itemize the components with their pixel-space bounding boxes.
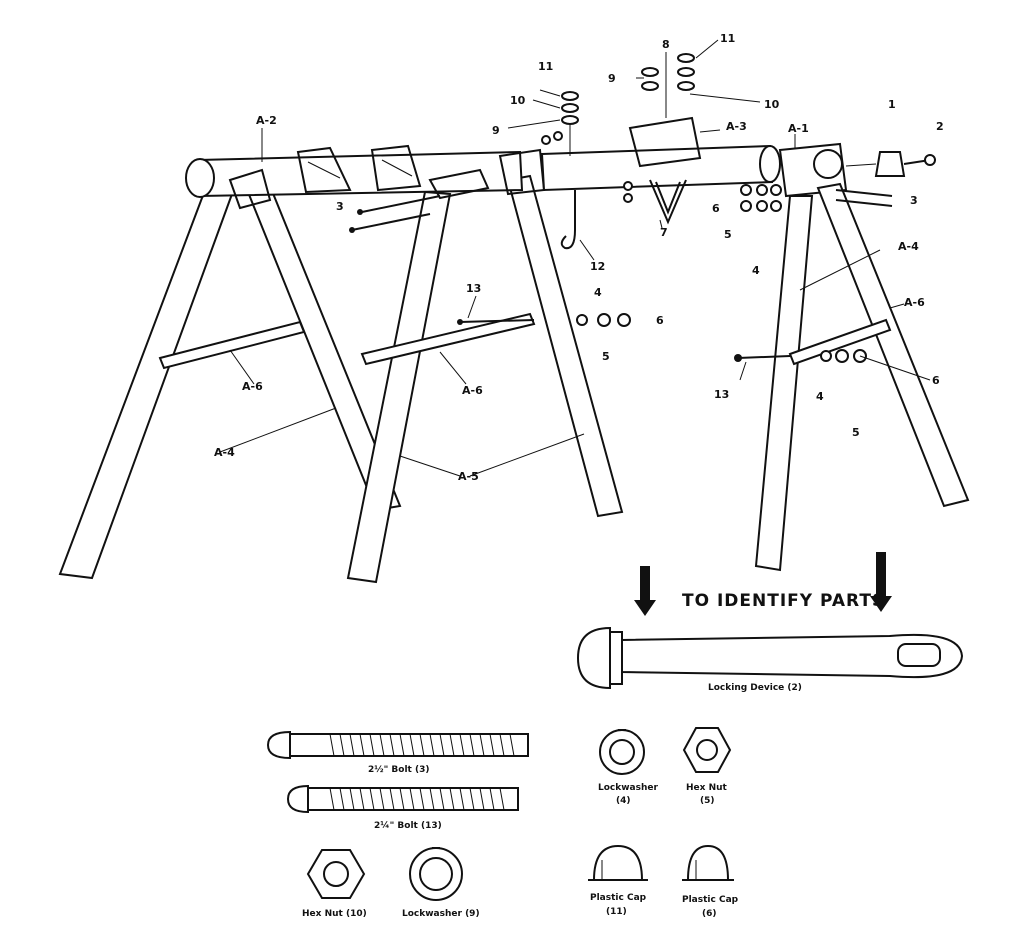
arrow-down-icon	[870, 552, 892, 612]
brace-a6-right	[788, 318, 892, 366]
label-n9-mid: 9	[608, 72, 616, 85]
label-n6-right-low: 6	[932, 374, 940, 387]
label-n4-mid: 4	[594, 286, 602, 299]
label-a6-right: A-6	[904, 296, 925, 309]
clamp-a3	[628, 116, 702, 168]
beam-end-cap	[185, 158, 215, 198]
label-n8: 8	[662, 38, 670, 51]
left-frame	[58, 174, 624, 584]
label-n4-right-top: 4	[752, 264, 760, 277]
label-plastic-cap-6: Plastic Cap	[682, 895, 739, 905]
label-locking-device: Locking Device (2)	[708, 683, 802, 693]
leg-a4-left-outer	[58, 188, 234, 580]
callout-labels: A-2 A-3 A-1 A-4 A-4 A-5 A-6 A-6 A-6 1 2 …	[214, 32, 944, 483]
leader-lines	[219, 39, 931, 477]
label-n5-mid: 5	[602, 350, 610, 363]
label-n10-right: 10	[764, 98, 780, 111]
bolt-2-5-head	[266, 730, 291, 760]
label-n6-right-top: 6	[712, 202, 720, 215]
label-hexnut-5-num: (5)	[700, 796, 715, 806]
label-bolt-2-5: 2½" Bolt (3)	[368, 764, 429, 775]
label-n1: 1	[888, 98, 896, 111]
label-n2: 2	[936, 120, 944, 133]
label-lockwasher-4-num: (4)	[616, 796, 631, 806]
label-n3-left: 3	[336, 200, 344, 213]
brace-a6-mid	[360, 312, 536, 366]
leg-a5-right	[506, 174, 624, 518]
lock-2	[924, 154, 936, 166]
leg-a4-right-outer	[754, 195, 814, 572]
identify-parts-legend: TO IDENTIFY PARTS Locking Device (2) 2½"…	[266, 552, 964, 919]
label-hexnut-5: Hex Nut	[686, 783, 728, 793]
label-a3: A-3	[726, 120, 747, 133]
right-frame	[754, 142, 970, 572]
label-lockwasher-4: Lockwasher	[598, 783, 658, 793]
label-lockwasher-9: Lockwasher (9)	[402, 909, 480, 919]
label-a2: A-2	[256, 114, 277, 127]
label-a1: A-1	[788, 122, 809, 135]
locking-device-head	[576, 626, 611, 690]
identify-parts-title: TO IDENTIFY PARTS	[682, 591, 885, 611]
brace-a6-left	[158, 320, 306, 370]
label-bolt-2-25: 2¼" Bolt (13)	[374, 820, 442, 831]
label-a6-mid: A-6	[462, 384, 483, 397]
label-n13-left: 13	[466, 282, 481, 295]
label-n9-left: 9	[492, 124, 500, 137]
label-n3-right: 3	[910, 194, 918, 207]
label-a4-left: A-4	[214, 446, 235, 459]
label-n7: 7	[660, 226, 668, 239]
locking-device-shaft	[621, 633, 964, 679]
cap-1	[874, 151, 906, 177]
top-beam-left	[185, 144, 546, 210]
label-n5-right-low: 5	[852, 426, 860, 439]
label-a4-right: A-4	[898, 240, 919, 253]
locking-device-slot	[897, 643, 941, 667]
bolt-2-5-shaft	[289, 733, 529, 757]
label-n12: 12	[590, 260, 605, 273]
top-beam-right	[540, 116, 781, 225]
hardware	[349, 52, 936, 363]
bolt-2-25-head	[286, 784, 309, 814]
label-a6-left: A-6	[242, 380, 263, 393]
label-n5-right-top: 5	[724, 228, 732, 241]
label-n11-right: 11	[720, 32, 735, 45]
label-n4-right-low: 4	[816, 390, 824, 403]
label-a5: A-5	[458, 470, 479, 483]
label-plastic-cap-11: Plastic Cap	[590, 893, 647, 903]
label-n13-right: 13	[714, 388, 729, 401]
label-n6-mid: 6	[656, 314, 664, 327]
label-hexnut-10: Hex Nut (10)	[302, 909, 367, 919]
leg-a4-right-inner	[816, 182, 970, 508]
label-n10-left: 10	[510, 94, 526, 107]
leg-a5-mid	[346, 190, 452, 584]
hook-12	[560, 190, 576, 250]
plastic-cap-6	[686, 844, 730, 881]
label-n11-left: 11	[538, 60, 553, 73]
label-plastic-cap-11-num: (11)	[606, 907, 627, 917]
label-plastic-cap-6-num: (6)	[702, 909, 717, 919]
plastic-cap-11	[592, 844, 644, 881]
arrow-down-icon	[634, 566, 656, 616]
